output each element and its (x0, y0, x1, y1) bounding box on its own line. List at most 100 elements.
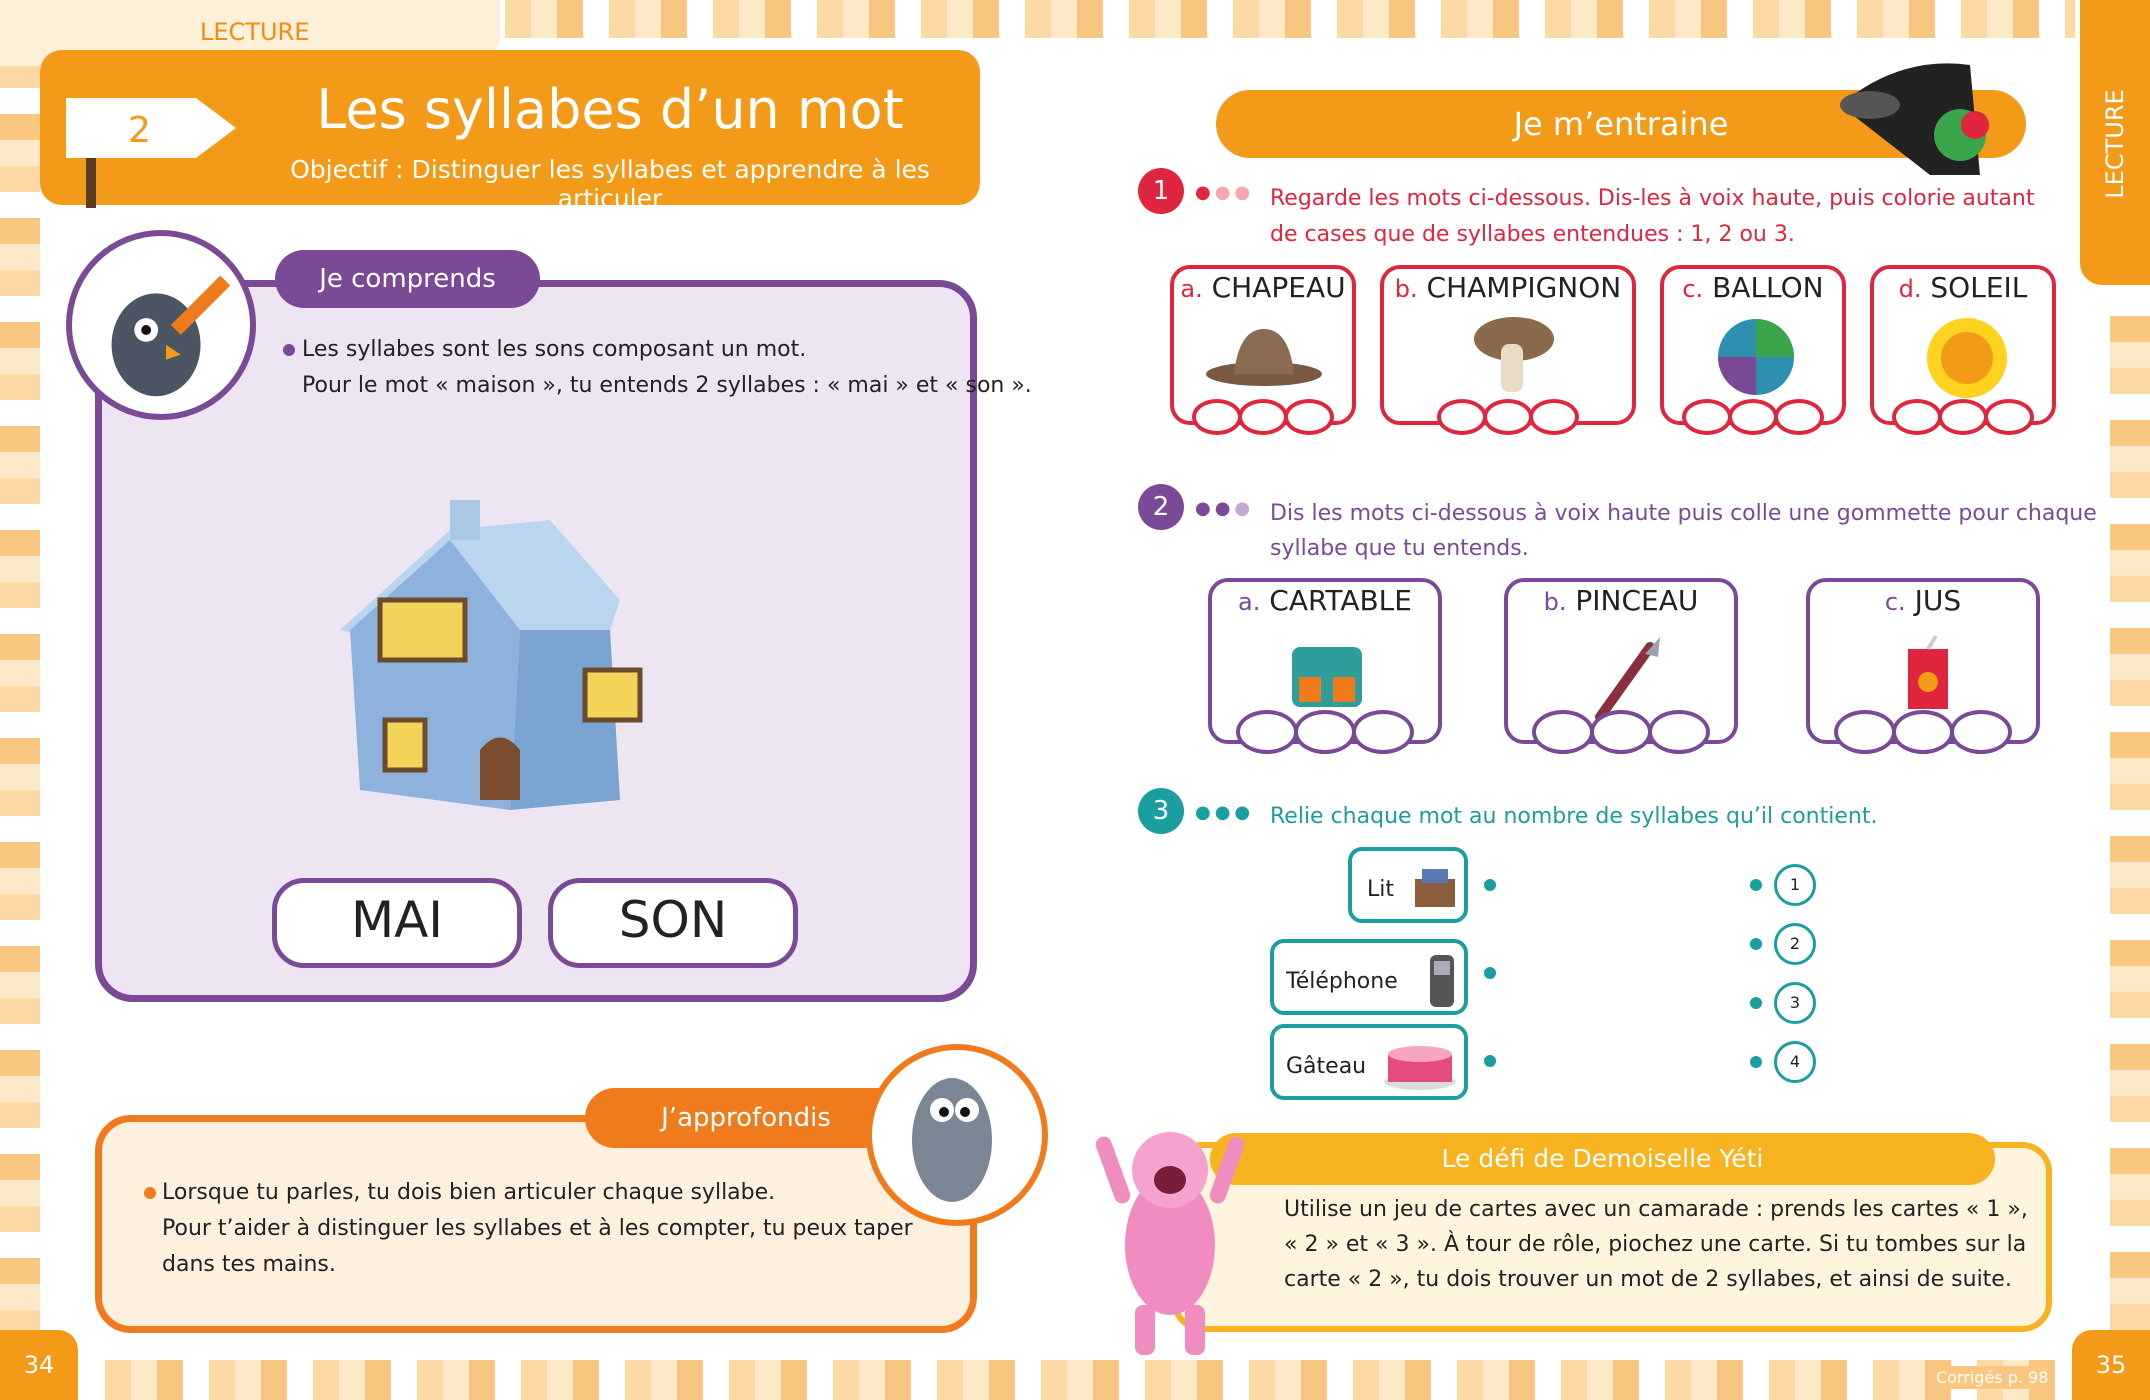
defi-heading: Le défi de Demoiselle Yéti (1210, 1133, 1995, 1185)
difficulty-paws-icon: ●●● (1195, 802, 1255, 823)
card-word: BALLON (1712, 271, 1824, 304)
syllable-boxes[interactable] (1384, 399, 1632, 435)
lesson-number: 2 (128, 110, 151, 151)
match-dot-right[interactable] (1750, 1056, 1762, 1068)
wolf-illustration (866, 1044, 1048, 1226)
bird-with-telescope-icon (111, 275, 231, 397)
match-dot-right[interactable] (1750, 938, 1762, 950)
syllable-boxes[interactable] (1810, 710, 2036, 754)
card-word: PINCEAU (1575, 584, 1699, 617)
match-word-label: Téléphone (1286, 969, 1398, 994)
match-dot-right[interactable] (1750, 879, 1762, 891)
syllable-count-4: 4 (1774, 1041, 1816, 1083)
je-comprends-heading: Je comprends (275, 250, 540, 308)
wolf-icon (912, 1078, 992, 1202)
syllable-count-1: 1 (1774, 864, 1816, 906)
corriges-reference: Corrigés p. 98 (1930, 1366, 2055, 1389)
card-letter: a. (1180, 275, 1203, 303)
bed-icon (1415, 869, 1455, 907)
comprends-line-1: Les syllabes sont les sons composant un … (302, 337, 807, 362)
difficulty-paws-icon: ●●● (1195, 182, 1255, 203)
juice-box-icon (1908, 634, 1948, 709)
side-label: LECTURE (2101, 89, 2129, 199)
mushroom-icon (1474, 317, 1554, 392)
ball-icon (1718, 319, 1794, 395)
right-checker-strip (2110, 290, 2150, 1330)
syllable-count-2: 2 (1774, 923, 1816, 965)
word-card-ballon: c. BALLON (1660, 265, 1846, 435)
side-tab: LECTURE (2080, 0, 2150, 285)
signpost-icon (66, 98, 236, 208)
syllable-count-3: 3 (1774, 982, 1816, 1024)
left-checker-strip (0, 66, 40, 1336)
card-word: CARTABLE (1269, 584, 1412, 617)
word-card-chapeau: a. CHAPEAU (1170, 265, 1356, 435)
card-word: CHAPEAU (1211, 271, 1346, 304)
page-number-left: 34 (0, 1330, 78, 1400)
page-title: Les syllabes d’un mot (316, 78, 904, 141)
exercise-2-number: 2 (1138, 484, 1184, 530)
approfondis-line-2: Pour t’aider à distinguer les syllabes e… (162, 1216, 913, 1241)
exercise-1-line-1: Regarde les mots ci-dessous. Dis-les à v… (1270, 186, 2035, 211)
schoolbag-icon (1292, 647, 1362, 707)
bullet-dot (283, 344, 295, 356)
match-dot-left[interactable] (1484, 1055, 1496, 1067)
card-letter: a. (1238, 588, 1261, 616)
section-label: LECTURE (200, 18, 310, 46)
j-approfondis-heading: J’approfondis (585, 1088, 907, 1148)
card-letter: b. (1543, 588, 1567, 616)
phone-icon (1430, 955, 1454, 1007)
defi-line-2: « 2 » et « 3 ». À tour de rôle, piochez … (1284, 1232, 2027, 1257)
exercise-2-line-2: syllabe que tu entends. (1270, 536, 1529, 561)
word-card-cartable: a. CARTABLE (1208, 578, 1442, 754)
match-word-lit: Lit (1348, 847, 1468, 923)
yeti-icon (1095, 1132, 1245, 1355)
match-dot-left[interactable] (1484, 967, 1496, 979)
card-letter: d. (1898, 275, 1922, 303)
exercise-1-line-2: de cases que de syllabes entendues : 1, … (1270, 222, 1795, 247)
word-card-pinceau: b. PINCEAU (1504, 578, 1738, 754)
syllable-boxes[interactable] (1212, 710, 1438, 754)
exercise-3-line-1: Relie chaque mot au nombre de syllabes q… (1270, 804, 1878, 829)
card-word: SOLEIL (1930, 271, 2028, 304)
match-word-label: Lit (1367, 877, 1394, 902)
exercise-3-number: 3 (1138, 788, 1184, 834)
defi-line-3: carte « 2 », tu dois trouver un mot de 2… (1284, 1267, 2012, 1292)
card-letter: b. (1394, 275, 1418, 303)
hat-icon (1206, 329, 1322, 386)
word-card-jus: c. JUS (1806, 578, 2040, 754)
card-word: JUS (1914, 584, 1962, 617)
bottom-checker-strip (105, 1360, 2065, 1400)
syllable-boxes[interactable] (1664, 399, 1842, 435)
syllable-card-son: SON (548, 878, 798, 968)
wolf-peek-icon (1840, 63, 1989, 175)
match-word-gateau: Gâteau (1270, 1024, 1468, 1100)
card-letter: c. (1682, 275, 1704, 303)
approfondis-line-1: Lorsque tu parles, tu dois bien articule… (162, 1180, 776, 1205)
approfondis-line-3: dans tes mains. (162, 1252, 336, 1277)
top-checker-strip (505, 0, 2075, 38)
difficulty-paws-icon: ●●● (1195, 498, 1255, 519)
word-card-soleil: d. SOLEIL (1870, 265, 2056, 435)
sun-icon (1927, 318, 2007, 398)
syllable-card-mai: MAI (272, 878, 522, 968)
card-word: CHAMPIGNON (1426, 271, 1622, 304)
match-dot-left[interactable] (1484, 879, 1496, 891)
syllable-boxes[interactable] (1508, 710, 1734, 754)
defi-line-1: Utilise un jeu de cartes avec un camarad… (1284, 1197, 2028, 1222)
exercise-2-line-1: Dis les mots ci-dessous à voix haute pui… (1270, 501, 2097, 526)
syllable-boxes[interactable] (1874, 399, 2052, 435)
comprends-line-2: Pour le mot « maison », tu entends 2 syl… (302, 373, 1032, 398)
objective: Objectif : Distinguer les syllabes et ap… (290, 155, 930, 213)
paintbrush-icon (1595, 637, 1660, 722)
card-letter: c. (1884, 588, 1906, 616)
page-number-right: 35 (2072, 1330, 2150, 1400)
blue-house-icon (340, 500, 643, 810)
word-card-champignon: b. CHAMPIGNON (1380, 265, 1636, 435)
cake-icon (1384, 1046, 1456, 1090)
bird-illustration (66, 230, 256, 420)
match-word-label: Gâteau (1286, 1054, 1367, 1079)
match-dot-right[interactable] (1750, 997, 1762, 1009)
exercise-1-number: 1 (1138, 168, 1184, 214)
syllable-boxes[interactable] (1174, 399, 1352, 435)
